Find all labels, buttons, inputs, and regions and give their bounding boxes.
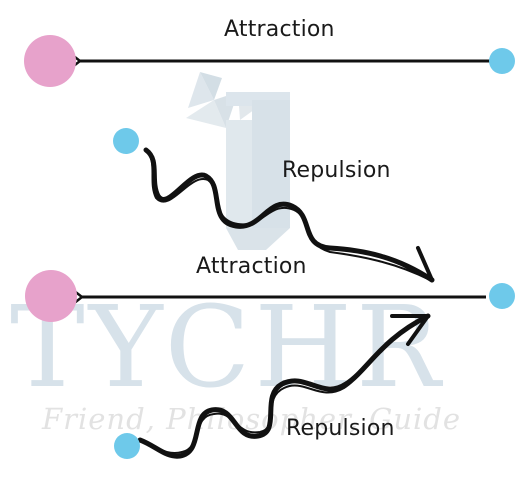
small-particle-bottom-right (489, 283, 515, 309)
label-attraction-bottom: Attraction (196, 254, 307, 279)
large-particle-bottom (25, 270, 77, 322)
small-particle-mid-left (113, 128, 139, 154)
watermark-tagline: Friend, Philosopher, Guide (42, 402, 462, 436)
repulsion-arrow-top (143, 147, 435, 283)
label-repulsion-top: Repulsion (282, 158, 391, 183)
large-particle-top (24, 35, 76, 87)
repulsion-arrow-bottom (137, 313, 431, 459)
small-particle-top-right (489, 48, 515, 74)
small-particle-bottom-left (114, 433, 140, 459)
label-repulsion-bottom: Repulsion (286, 416, 395, 441)
label-attraction-top: Attraction (224, 17, 335, 42)
